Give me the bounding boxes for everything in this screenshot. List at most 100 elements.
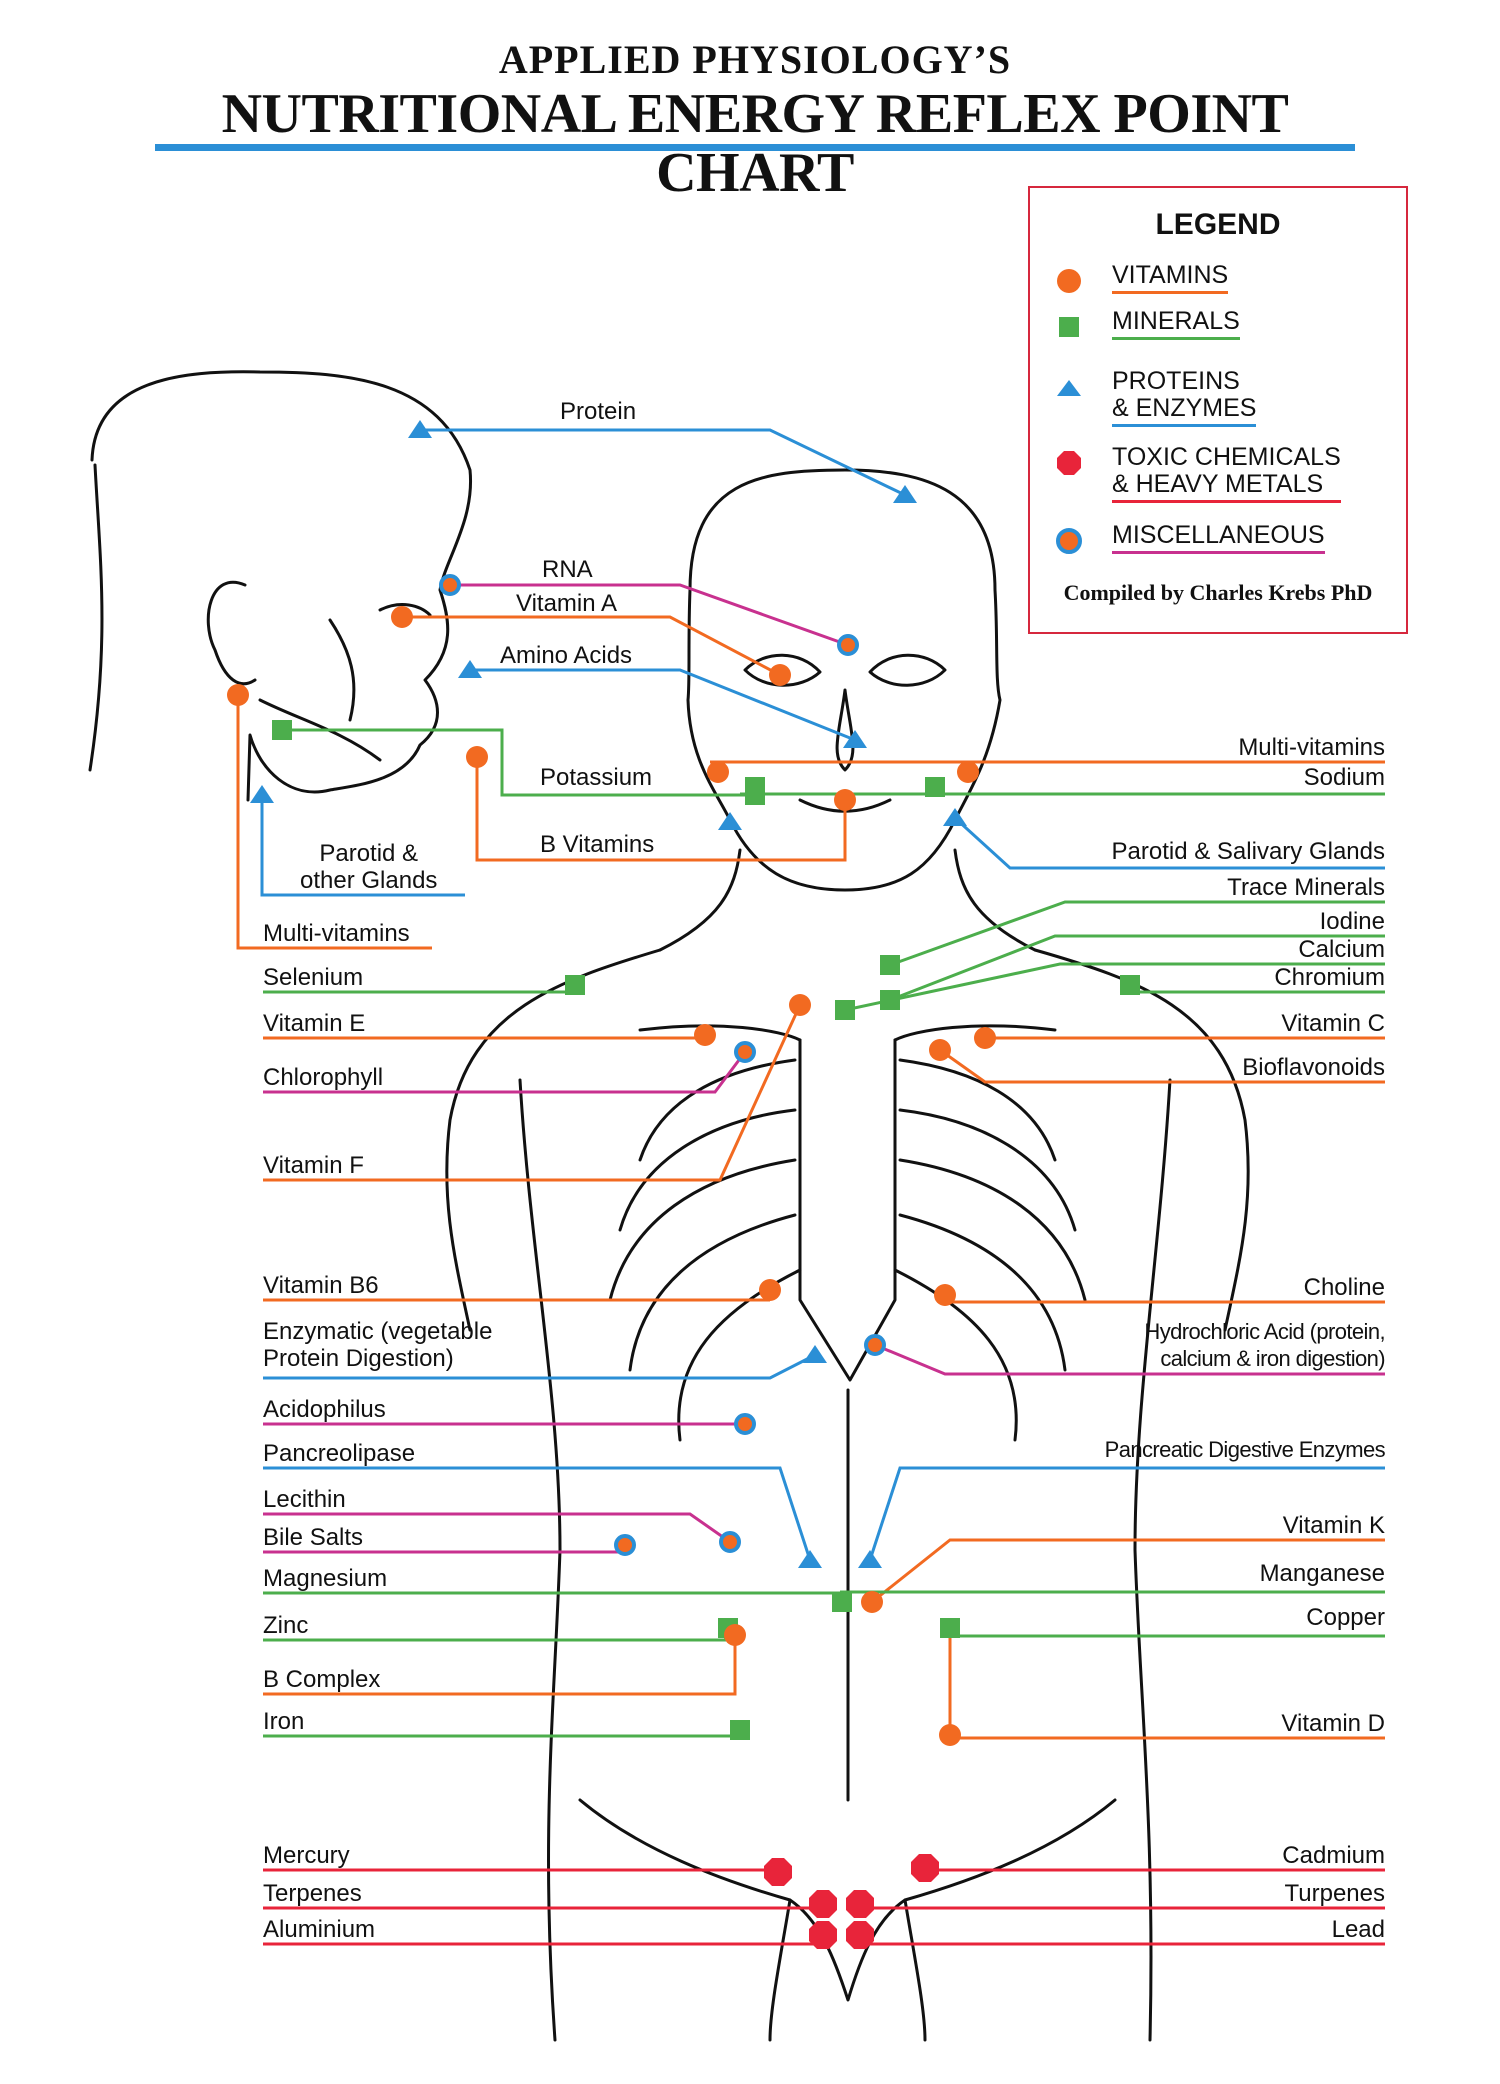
amino-acids-2-marker [843, 730, 867, 748]
amino-acids-1-marker [458, 660, 482, 678]
profile-head-outline [90, 370, 473, 802]
right-multivitamins-1-marker [707, 761, 729, 783]
mineral-square-icon [1059, 317, 1079, 337]
calcium-leader-line [844, 962, 1385, 1012]
protein-leader-line [420, 428, 906, 497]
sodium-1-marker [745, 777, 765, 797]
label-pancreolipase: Pancreolipase [263, 1440, 416, 1467]
label-aluminium: Aluminium [263, 1916, 376, 1943]
label-acidophilus: Acidophilus [263, 1396, 386, 1423]
left-multivitamins-marker [227, 684, 249, 706]
label-rna: RNA [542, 556, 593, 583]
label-vitamin-f: Vitamin F [263, 1152, 364, 1179]
title-underline [155, 144, 1355, 151]
legend-title: LEGEND [1155, 208, 1281, 241]
front-right-eye [868, 653, 947, 687]
profile-jaw [258, 698, 382, 762]
protein-2-marker [893, 485, 917, 503]
legend-item-proteins: PROTEINS & ENZYMES [1048, 368, 1398, 428]
pancreatic-leader-line [868, 1466, 1385, 1561]
legend-item-vitamins: VITAMINS [1048, 262, 1398, 322]
copper-marker [940, 1618, 960, 1638]
label-manganese: Manganese [1259, 1560, 1385, 1587]
label-iodine: Iodine [1319, 908, 1385, 935]
vitamin-a-1-marker [391, 606, 413, 628]
parotid-salivary-1-marker [718, 812, 742, 830]
label-magnesium: Magnesium [263, 1565, 388, 1592]
vitamin-f-leader-line [263, 1004, 802, 1182]
chlorophyll-leader-line [263, 1051, 747, 1094]
label-pancreatic-enzymes: Pancreatic Digestive Enzymes [1104, 1437, 1386, 1462]
iron-marker [730, 1720, 750, 1740]
lead-marker [846, 1921, 874, 1949]
label-vitamin-e: Vitamin E [263, 1010, 366, 1037]
chlorophyll-marker [734, 1041, 756, 1063]
label-mercury: Mercury [263, 1842, 350, 1869]
torso-left-side [518, 1078, 562, 2042]
iodine-marker [880, 990, 900, 1010]
aluminium-marker [809, 1921, 837, 1949]
legend-item-minerals: MINERALS [1048, 308, 1398, 368]
terpenes-marker [809, 1890, 837, 1918]
label-iron: Iron [263, 1708, 305, 1735]
b-complex-marker [724, 1624, 746, 1646]
legend-box: LEGEND VITAMINS MINERALS PROTEINS & ENZY… [1028, 186, 1408, 634]
parotid-salivary-2-marker [943, 808, 967, 826]
protein-triangle-icon [1057, 380, 1081, 396]
acidophilus-marker [734, 1413, 756, 1435]
label-turpenes: Turpenes [1284, 1880, 1386, 1907]
parotid-salivary-leader-line [953, 816, 1385, 870]
toxic-octagon-icon [1057, 451, 1081, 475]
vitamin-c-marker [974, 1027, 996, 1049]
title-line-2: NUTRITIONAL ENERGY REFLEX POINT CHART [221, 83, 1289, 204]
mercury-marker [764, 1858, 792, 1886]
right-multivitamins-2-marker [957, 761, 979, 783]
vitamin-b6-marker [759, 1279, 781, 1301]
rib-cage [608, 1024, 1087, 1442]
hydrochloric-leader-line [874, 1343, 1385, 1376]
title-line-1: APPLIED PHYSIOLOGY’S [498, 37, 1012, 82]
rna-2-marker [837, 634, 859, 656]
bioflavonoids-marker [929, 1039, 951, 1061]
label-chlorophyll: Chlorophyll [263, 1064, 384, 1091]
label-hydrochloric-acid: Hydrochloric Acid (protein, calcium & ir… [1144, 1319, 1385, 1371]
label-selenium: Selenium [263, 964, 364, 991]
label-left-multivitamins: Multi-vitamins [263, 920, 410, 947]
label-calcium: Calcium [1298, 936, 1385, 963]
label-sodium: Sodium [1303, 764, 1385, 791]
profile-eye [378, 603, 432, 617]
parotid-other-marker [250, 785, 274, 803]
hydrochloric-marker [864, 1334, 886, 1356]
label-right-multivitamins: Multi-vitamins [1238, 734, 1385, 761]
torso-right-side [1133, 1078, 1172, 2042]
label-vitamin-d: Vitamin D [1281, 1710, 1385, 1737]
label-lead: Lead [1331, 1916, 1385, 1943]
selenium-marker [565, 975, 585, 995]
b-vitamins-leader-line [475, 757, 847, 862]
label-cadmium: Cadmium [1282, 1842, 1385, 1869]
protein-1-marker [408, 420, 432, 438]
b-vitamins-1-marker [466, 746, 488, 768]
rna-leader-line [450, 583, 849, 647]
pancreolipase-marker [798, 1550, 822, 1568]
label-lecithin: Lecithin [263, 1486, 346, 1513]
label-parotid-salivary: Parotid & Salivary Glands [1111, 838, 1385, 865]
left-shoulder [445, 948, 662, 1332]
label-trace-minerals: Trace Minerals [1227, 874, 1385, 901]
profile-neck-back [88, 463, 104, 772]
enzymatic-leader-line [263, 1353, 816, 1380]
zinc-leader-line [263, 1627, 732, 1642]
rna-1-marker [439, 574, 461, 596]
legend-label-vitamins: VITAMINS [1112, 262, 1229, 294]
front-left-eye [743, 653, 822, 687]
right-shoulder [1033, 948, 1250, 1332]
label-vitamin-k: Vitamin K [1282, 1512, 1385, 1539]
label-amino-acids: Amino Acids [500, 642, 633, 669]
label-vitamin-c: Vitamin C [1281, 1010, 1385, 1037]
right-leg-inner [903, 1898, 927, 2042]
left-leg-inner [768, 1898, 792, 2042]
vitamin-f-marker [789, 994, 811, 1016]
parotid-other-leader-line [260, 795, 465, 897]
label-choline: Choline [1303, 1274, 1385, 1301]
